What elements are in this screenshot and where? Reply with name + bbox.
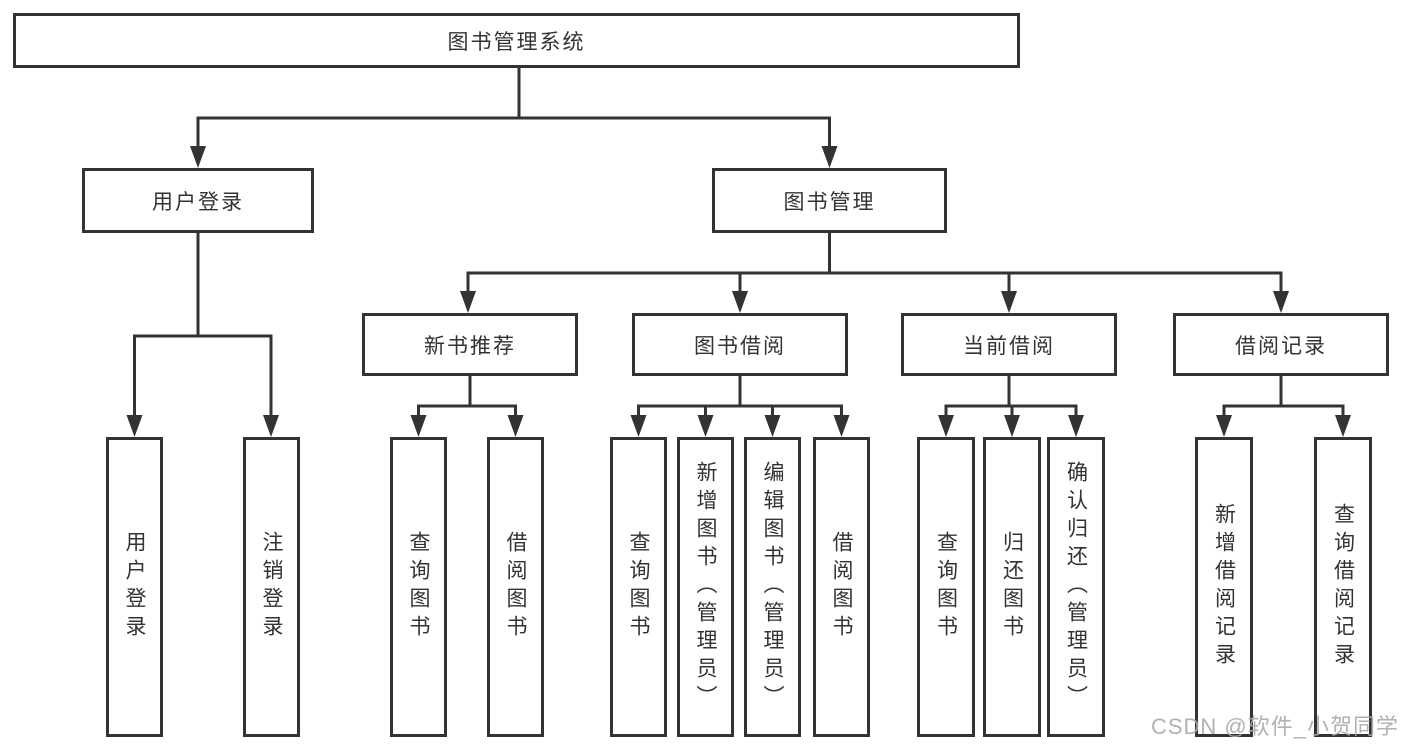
node-add-borrow-record: 新增借阅记录 xyxy=(1195,437,1253,737)
node-query-books-borrow: 查询图书 xyxy=(610,437,667,737)
arrow-down-icon xyxy=(126,415,143,437)
node-book-management: 图书管理 xyxy=(712,168,947,233)
arrow-down-icon xyxy=(1068,415,1084,437)
arrow-down-icon xyxy=(507,415,524,437)
arrow-down-icon xyxy=(1335,415,1351,437)
node-logout-login: 注销登录 xyxy=(243,437,300,737)
node-user-login: 用户登录 xyxy=(106,437,163,737)
node-book-borrow: 图书借阅 xyxy=(632,313,848,376)
connector-book-management-branch xyxy=(466,233,1283,293)
arrow-down-icon xyxy=(764,415,781,437)
arrow-down-icon xyxy=(821,146,838,168)
arrow-down-icon xyxy=(263,415,279,437)
node-confirm-return-admin: 确认归还（管理员） xyxy=(1047,437,1105,737)
arrow-down-icon xyxy=(732,291,748,313)
node-query-books-recommend: 查询图书 xyxy=(390,437,447,737)
connector-book-borrow-branch xyxy=(637,375,843,417)
node-new-book-recommend: 新书推荐 xyxy=(362,313,578,376)
node-current-borrow: 当前借阅 xyxy=(901,313,1117,376)
arrow-down-icon xyxy=(1273,291,1289,313)
arrow-down-icon xyxy=(1004,415,1020,437)
node-query-borrow-record: 查询借阅记录 xyxy=(1314,437,1372,737)
arrow-down-icon xyxy=(938,415,954,437)
node-return-book: 归还图书 xyxy=(983,437,1041,737)
node-library-management-system: 图书管理系统 xyxy=(13,13,1020,68)
csdn-watermark: CSDN @软件_小贺同学 xyxy=(1150,714,1399,739)
arrow-down-icon xyxy=(630,415,647,437)
connector-root-branch xyxy=(196,68,831,148)
arrow-down-icon xyxy=(410,415,427,437)
node-edit-book-admin: 编辑图书（管理员） xyxy=(744,437,801,737)
node-query-books-current: 查询图书 xyxy=(917,437,975,737)
connector-borrow-records-branch xyxy=(1222,375,1345,417)
arrow-down-icon xyxy=(460,291,476,313)
arrow-down-icon xyxy=(190,146,206,168)
arrow-down-icon xyxy=(833,415,850,437)
node-user-login-group: 用户登录 xyxy=(82,168,314,233)
connector-new-book-branch xyxy=(417,375,517,417)
connector-user-login-branch xyxy=(133,233,273,417)
node-add-book-admin: 新增图书（管理员） xyxy=(677,437,734,737)
connector-current-borrow-branch xyxy=(944,375,1078,417)
arrow-down-icon xyxy=(697,415,714,437)
arrow-down-icon xyxy=(1216,415,1232,437)
node-borrow-records: 借阅记录 xyxy=(1173,313,1389,376)
node-borrow-books-recommend: 借阅图书 xyxy=(487,437,544,737)
arrow-down-icon xyxy=(1001,291,1017,313)
node-borrow-books: 借阅图书 xyxy=(813,437,870,737)
